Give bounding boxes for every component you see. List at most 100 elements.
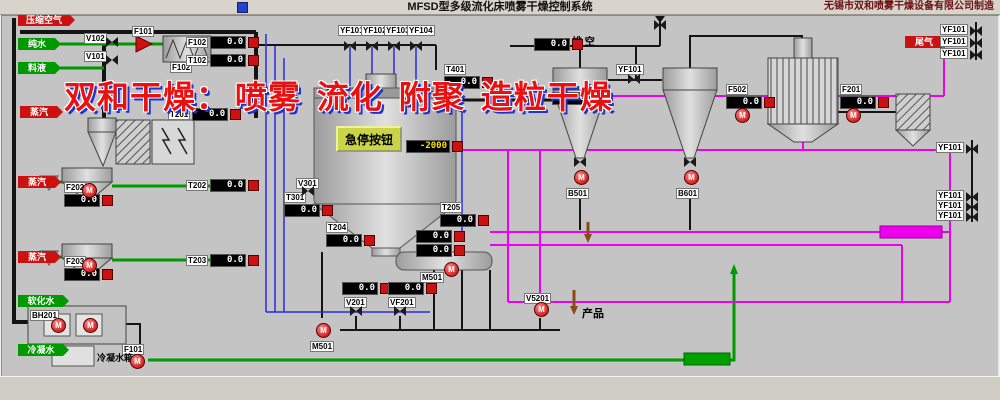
motor-icon[interactable]: M xyxy=(83,318,98,333)
valve-icon[interactable] xyxy=(410,41,422,51)
indicator-light xyxy=(248,255,260,266)
indicator-light xyxy=(764,97,775,108)
device-tag: T201 xyxy=(168,109,191,120)
display-value: 0.0 xyxy=(210,36,247,49)
emergency-stop-button[interactable]: 急停按钮 xyxy=(336,126,402,152)
valve-icon[interactable] xyxy=(966,192,978,202)
diagram-text: 排 空 xyxy=(572,37,595,48)
utility-label: 压缩空气 xyxy=(18,14,75,26)
motor-icon[interactable]: M xyxy=(82,183,97,198)
valve-icon[interactable] xyxy=(574,157,586,167)
device-tag: T205 xyxy=(440,202,463,213)
utility-label: 蒸汽 xyxy=(18,251,61,263)
valve-icon[interactable] xyxy=(350,306,362,316)
motor-icon[interactable]: M xyxy=(735,108,750,123)
valve-icon[interactable] xyxy=(106,37,118,47)
title-bar: MFSD型多级流化床喷雾干燥控制系统 无锡市双和喷雾干燥设备有限公司制造 xyxy=(0,0,1000,15)
indicator-light xyxy=(878,97,889,108)
motor-icon[interactable]: M xyxy=(51,318,66,333)
indicator-light xyxy=(572,39,583,50)
value-display: 0.0 xyxy=(342,282,391,295)
indicator-light xyxy=(590,93,601,104)
device-tag: YF101 xyxy=(936,210,964,221)
valve-icon[interactable] xyxy=(970,50,982,60)
device-tag: V101 xyxy=(84,51,107,62)
utility-label: 料液 xyxy=(18,62,61,74)
motor-icon[interactable]: M xyxy=(316,323,331,338)
value-display: 0.0 xyxy=(552,92,601,105)
device-tag: B501 xyxy=(566,188,590,199)
motor-icon[interactable]: M xyxy=(130,354,145,369)
indicator-light xyxy=(482,77,493,88)
indicator-light xyxy=(454,231,465,242)
valve-icon[interactable] xyxy=(966,212,978,222)
display-value: 0.0 xyxy=(416,230,452,243)
device-tag: F502 xyxy=(726,84,749,95)
display-value: 0.0 xyxy=(326,234,362,247)
display-value: 0.0 xyxy=(192,108,229,121)
device-tag: VF201 xyxy=(388,297,416,308)
motor-icon[interactable]: M xyxy=(444,262,459,277)
device-tag: T301 xyxy=(284,192,307,203)
device-tag: V201 xyxy=(344,297,367,308)
motor-icon[interactable]: M xyxy=(684,170,699,185)
app-icon xyxy=(237,2,248,13)
indicator-light xyxy=(454,245,465,256)
valve-icon[interactable] xyxy=(106,55,118,65)
valve-icon[interactable] xyxy=(966,144,978,154)
indicator-light xyxy=(102,195,113,206)
valve-icon[interactable] xyxy=(970,26,982,36)
device-tag: BH201 xyxy=(30,310,59,321)
display-value: -2000 xyxy=(406,140,450,153)
display-value: 0.0 xyxy=(388,282,424,295)
motor-icon[interactable]: M xyxy=(574,170,589,185)
indicator-light xyxy=(452,141,463,152)
indicator-light xyxy=(248,37,260,48)
display-value: 0.0 xyxy=(210,54,247,67)
display-value: 0.0 xyxy=(210,179,247,192)
display-value: 0.0 xyxy=(440,214,476,227)
valve-icon[interactable] xyxy=(302,186,314,196)
control-bar: 3 清洗等待状态 自动开始 自动停止 消报警音 喷 雾 CIP 喷雾设置 清洗设… xyxy=(0,376,1000,400)
device-tag: F102 xyxy=(170,62,193,73)
motor-icon[interactable]: M xyxy=(82,258,97,273)
device-tag: T401 xyxy=(444,64,467,75)
valve-icon[interactable] xyxy=(684,157,696,167)
utility-label: 纯水 xyxy=(18,38,61,50)
device-tag: V301 xyxy=(296,178,319,189)
utility-label: 蒸汽 xyxy=(20,106,63,118)
device-tag: T102 xyxy=(186,55,209,66)
valve-icon[interactable] xyxy=(628,74,640,84)
valve-icon[interactable] xyxy=(366,41,378,51)
indicator-light xyxy=(426,283,437,294)
valve-icon[interactable] xyxy=(344,41,356,51)
indicator-light xyxy=(102,269,113,280)
valve-icon[interactable] xyxy=(966,202,978,212)
valve-icon[interactable] xyxy=(388,41,400,51)
motor-icon[interactable]: M xyxy=(534,302,549,317)
valve-icon[interactable] xyxy=(394,306,406,316)
indicator-light xyxy=(322,205,333,216)
display-value: 0.0 xyxy=(210,254,247,267)
value-display: -2000 xyxy=(406,140,463,153)
valve-icon[interactable] xyxy=(970,38,982,48)
device-tag: YF101 xyxy=(940,48,968,59)
motor-icon[interactable]: M xyxy=(846,108,861,123)
diagram-text: 产品 xyxy=(582,308,604,320)
device-tag: V102 xyxy=(84,33,107,44)
value-display: 0.0 xyxy=(416,244,465,257)
indicator-light xyxy=(248,55,260,66)
device-tag: T202 xyxy=(186,180,209,191)
value-display: 0.0 xyxy=(534,38,583,51)
valve-icon[interactable] xyxy=(654,20,666,30)
indicator-light xyxy=(364,235,375,246)
